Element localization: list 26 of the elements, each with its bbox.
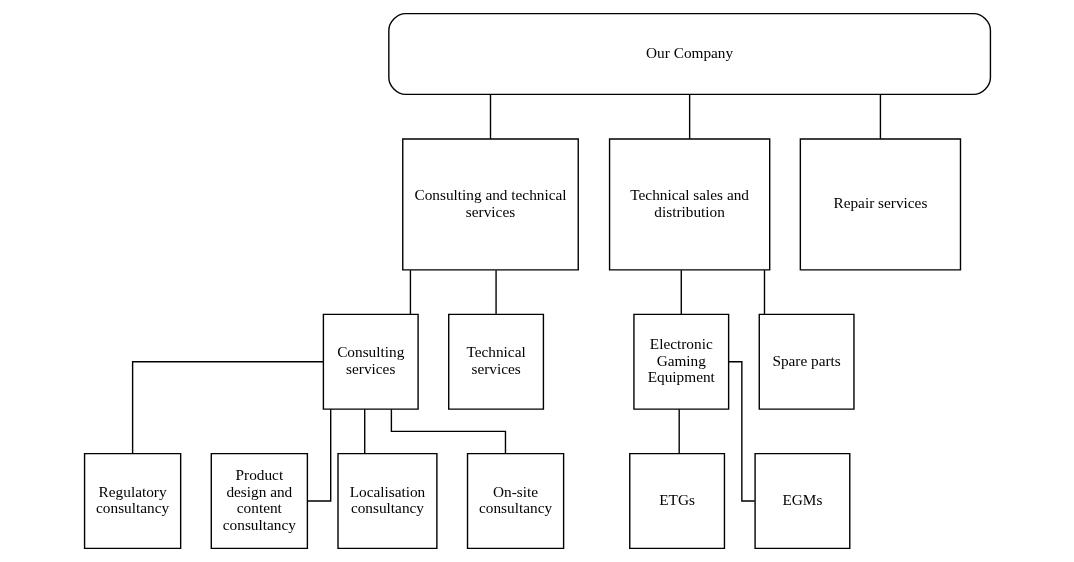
node-box: Product design and content consultancy xyxy=(210,453,308,550)
connector xyxy=(306,408,331,502)
node-box: Consulting services xyxy=(322,313,419,410)
node-box: On-site consultancy xyxy=(466,453,564,550)
connector xyxy=(680,269,682,316)
node-box: ETGs xyxy=(628,453,725,550)
node-box: EGMs xyxy=(753,453,850,550)
connector xyxy=(489,94,491,140)
connector xyxy=(363,408,365,454)
connector xyxy=(409,269,411,316)
node-box: Technical sales and distribution xyxy=(608,138,770,271)
connector xyxy=(678,408,680,454)
node-box: Our Company xyxy=(387,12,991,96)
node-box: Consulting and technical services xyxy=(401,138,579,271)
connector xyxy=(879,94,881,140)
connector xyxy=(688,94,690,140)
connector xyxy=(131,361,324,455)
node-box: Technical services xyxy=(447,313,544,410)
node-box: Regulatory consultancy xyxy=(83,453,181,550)
connector xyxy=(390,408,506,455)
node-box: Repair services xyxy=(799,138,961,271)
connector xyxy=(494,269,497,316)
connector xyxy=(763,269,765,316)
node-box: Localisation consultancy xyxy=(336,453,438,550)
node-box: Spare parts xyxy=(758,313,855,410)
node-box: Electronic Gaming Equipment xyxy=(632,313,729,410)
